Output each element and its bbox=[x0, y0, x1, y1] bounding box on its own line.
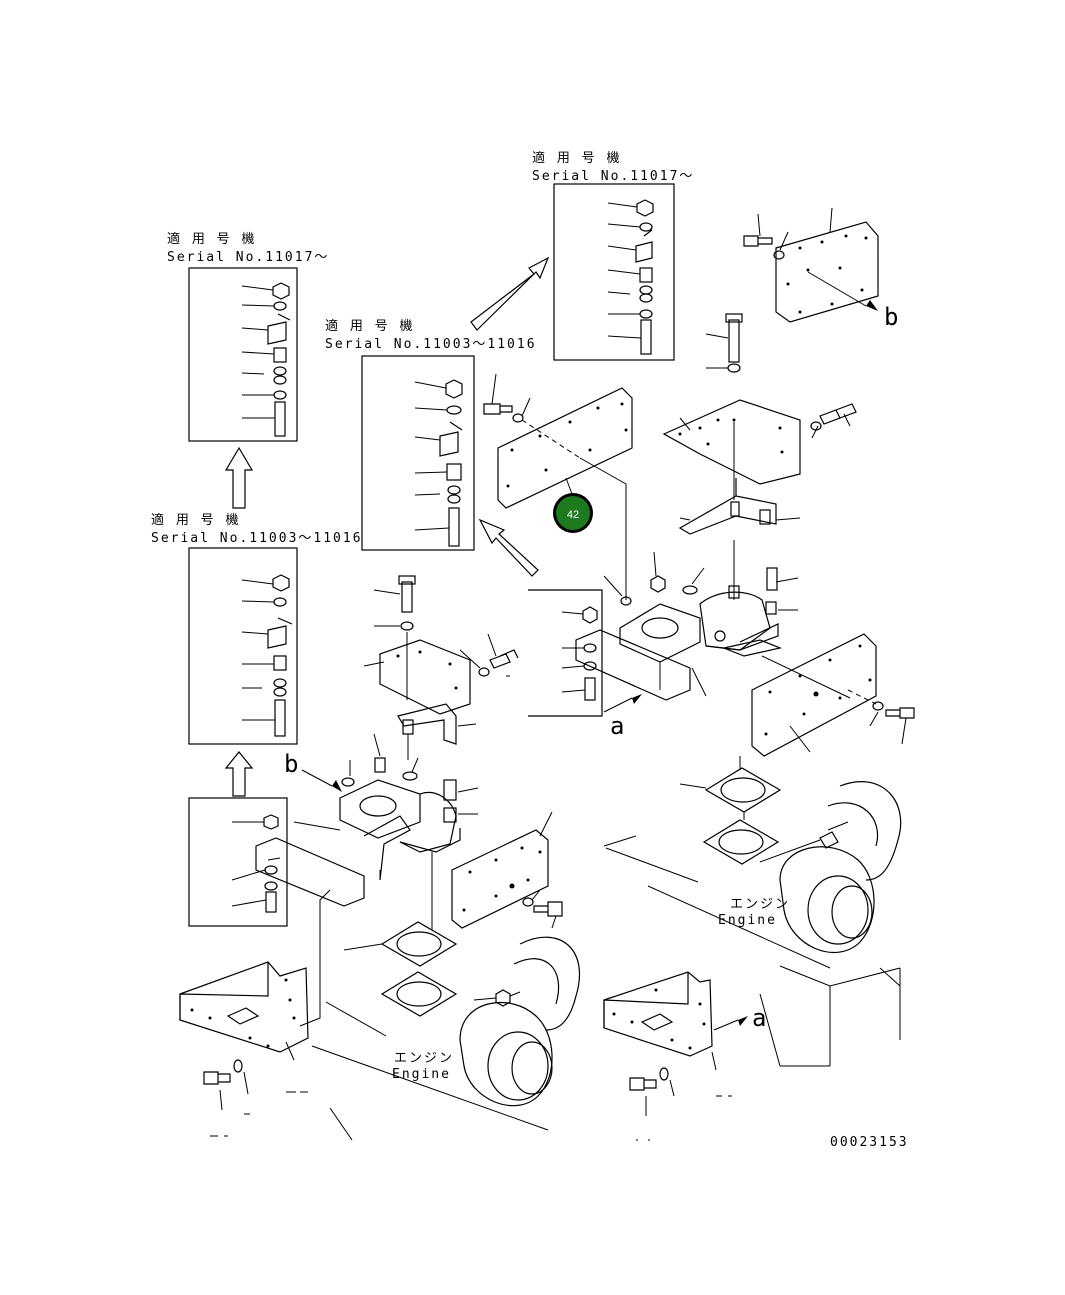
applicable-label: 適 用 号 機 bbox=[151, 512, 240, 528]
side-cover-right bbox=[751, 633, 915, 757]
gaskets-left bbox=[343, 921, 458, 1017]
engine-label-jp-2: エンジン bbox=[394, 1051, 454, 1066]
variant-box-top-center: 適 用 号 機 Serial No.11017～ bbox=[532, 150, 694, 361]
callout-42[interactable]: 42 bbox=[553, 493, 593, 533]
serial-label: Serial No.11017～ bbox=[532, 169, 694, 184]
variant-box-left: 適 用 号 機 Serial No.11003～11016 bbox=[151, 512, 363, 745]
variant-box-center-a bbox=[528, 589, 603, 717]
bracket-bottom-left bbox=[179, 961, 309, 1137]
applicable-label: 適 用 号 機 bbox=[325, 318, 414, 334]
side-cover-left bbox=[431, 811, 563, 930]
bracket-bottom-right: a bbox=[603, 971, 766, 1141]
left-elbow-assembly: b bbox=[255, 575, 519, 1027]
engine-label-jp: エンジン bbox=[730, 897, 790, 912]
ref-b-label: b bbox=[884, 303, 898, 331]
variant-box-bottom-left bbox=[188, 797, 288, 927]
gaskets-right bbox=[679, 756, 782, 865]
applicable-label: 適 用 号 機 bbox=[167, 231, 256, 247]
ref-b-label-2: b bbox=[284, 750, 298, 778]
serial-label: Serial No.11003～11016 bbox=[325, 337, 537, 352]
callout-42-fill[interactable] bbox=[556, 496, 590, 530]
engine-left: エンジン Engine bbox=[311, 936, 581, 1141]
central-cover-plate bbox=[483, 373, 633, 600]
engine-label-en: Engine bbox=[718, 913, 777, 928]
engine-label-en-2: Engine bbox=[392, 1067, 451, 1082]
ref-a-label-2: a bbox=[752, 1004, 766, 1032]
variant-box-middle: 適 用 号 機 Serial No.11003～11016 bbox=[325, 318, 537, 551]
variant-box-top-left: 適 用 号 機 Serial No.11017～ bbox=[167, 231, 329, 442]
top-cover-assembly bbox=[662, 313, 857, 535]
serial-label: Serial No.11017～ bbox=[167, 250, 329, 265]
upper-elbow-assembly: a bbox=[575, 540, 851, 740]
serial-label: Serial No.11003～11016 bbox=[151, 531, 363, 546]
callout-42-number[interactable]: 42 bbox=[567, 509, 579, 521]
drawing-number: 00023153 bbox=[830, 1135, 909, 1150]
variant-arrows bbox=[224, 256, 550, 797]
ref-a-label: a bbox=[610, 712, 624, 740]
cover-plate-b: b bbox=[743, 207, 898, 331]
engine-right: エンジン Engine bbox=[603, 781, 902, 1067]
applicable-label: 適 用 号 機 bbox=[532, 150, 621, 166]
